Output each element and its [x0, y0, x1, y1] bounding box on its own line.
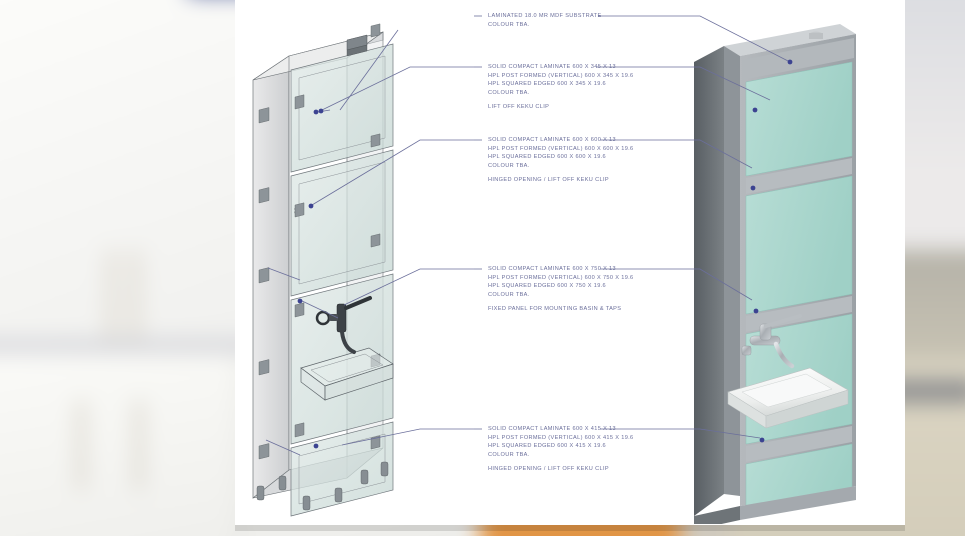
bg-upper-handle-right — [132, 250, 139, 360]
rendered-cabinet-view — [690, 24, 865, 524]
annotation-345-line-3: COLOUR TBA. — [488, 89, 530, 96]
annotation-panel-345: SOLID COMPACT LAMINATE 600 X 345 X 13 HP… — [488, 63, 634, 112]
annotation-345-line-2: HPL SQUARED EDGED 600 X 345 X 19.6 — [488, 81, 607, 88]
annotation-600-line-0: SOLID COMPACT LAMINATE 600 X 600 X 13 — [488, 137, 616, 143]
cad-panel-second — [290, 149, 394, 297]
cad-feet-group — [256, 461, 389, 511]
cad-drawing-svg: 30 — [252, 23, 394, 517]
render-tap — [741, 314, 802, 369]
render-panel-600 — [745, 175, 853, 315]
render-svg — [694, 24, 856, 524]
annotation-600-note: HINGED OPENING / LIFT OFF KEKU CLIP — [488, 177, 609, 184]
annotation-415-line-1: HPL POST FORMED (VERTICAL) 600 X 415 X 1… — [488, 434, 634, 441]
render-plinth — [740, 486, 856, 520]
annotation-600-line-1: HPL POST FORMED (VERTICAL) 600 X 600 X 1… — [488, 145, 634, 152]
render-left-return — [694, 46, 724, 516]
annotation-415-line-0: SOLID COMPACT LAMINATE 600 X 415 X 13 — [488, 426, 616, 432]
annotation-600-line-2: HPL SQUARED EDGED 600 X 600 X 19.6 — [488, 154, 607, 161]
bg-lower-handle-2 — [136, 400, 142, 490]
annotation-substrate-line-0: LAMINATED 18.0 MR MDF SUBSTRATE — [488, 13, 602, 19]
render-divider-1 — [746, 158, 852, 194]
annotation-750-line-0: SOLID COMPACT LAMINATE 600 X 750 X 13 — [488, 266, 616, 272]
annotation-415-note: HINGED OPENING / LIFT OFF KEKU CLIP — [488, 466, 609, 473]
annotation-750-line-1: HPL POST FORMED (VERTICAL) 600 X 750 X 1… — [488, 274, 634, 281]
annotation-panel-600: SOLID COMPACT LAMINATE 600 X 600 X 13 HP… — [488, 136, 634, 185]
annotation-600-line-3: COLOUR TBA. — [488, 162, 530, 169]
bg-lower-handle-1 — [78, 400, 84, 490]
annotation-750-note: FIXED PANEL FOR MOUNTING BASIN & TAPS — [488, 306, 622, 313]
render-divider-3 — [746, 426, 852, 462]
cad-transparent-view: 30 — [243, 18, 428, 518]
annotation-750-line-3: COLOUR TBA. — [488, 291, 530, 298]
bg-upper-handle-left — [108, 250, 115, 360]
annotation-substrate-line-1: COLOUR TBA. — [488, 21, 530, 28]
render-panel-345 — [745, 61, 853, 177]
annotation-substrate: LAMINATED 18.0 MR MDF SUBSTRATE COLOUR T… — [488, 12, 602, 29]
annotation-415-line-3: COLOUR TBA. — [488, 451, 530, 458]
render-inner-edge — [724, 46, 740, 496]
render-top-fitting-body — [809, 33, 823, 39]
annotation-panel-750: SOLID COMPACT LAMINATE 600 X 750 X 13 HP… — [488, 265, 634, 314]
sheet-shadow — [235, 525, 905, 531]
render-plinth-side — [694, 506, 740, 524]
cad-basin — [300, 347, 394, 401]
annotation-panel-415: SOLID COMPACT LAMINATE 600 X 415 X 13 HP… — [488, 425, 634, 474]
annotation-345-note: LIFT OFF KEKU CLIP — [488, 104, 550, 111]
annotation-345-line-0: SOLID COMPACT LAMINATE 600 X 345 X 13 — [488, 64, 616, 70]
render-basin — [727, 367, 849, 429]
annotation-415-line-2: HPL SQUARED EDGED 600 X 415 X 19.6 — [488, 443, 607, 450]
annotation-750-line-2: HPL SQUARED EDGED 600 X 750 X 19.6 — [488, 283, 607, 290]
annotation-345-line-1: HPL POST FORMED (VERTICAL) 600 X 345 X 1… — [488, 72, 634, 79]
